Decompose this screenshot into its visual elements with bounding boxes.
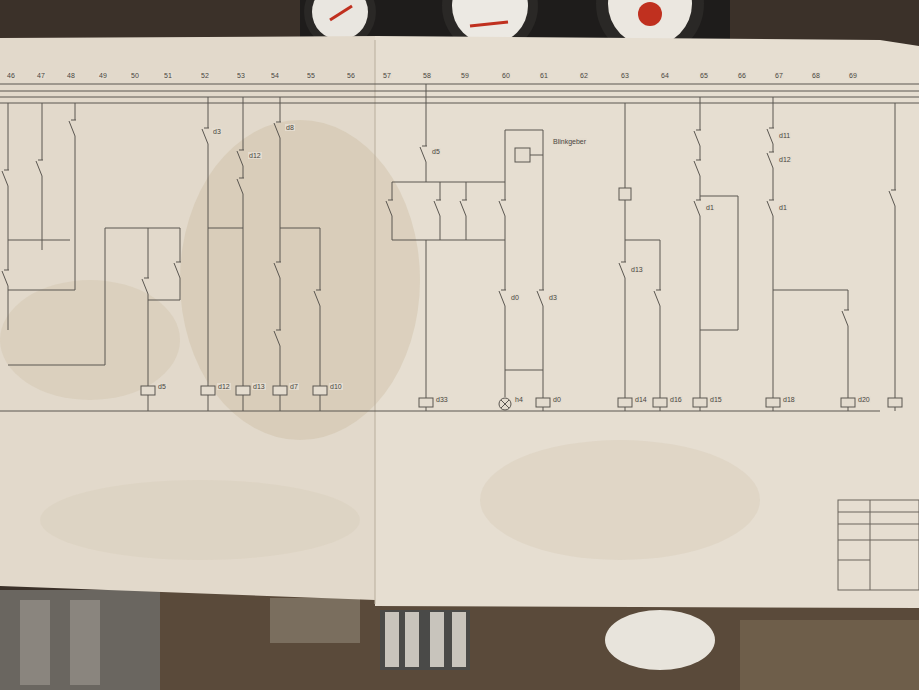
contact-label: d1 (778, 204, 788, 211)
coil-label: d13 (252, 383, 266, 390)
column-number: 49 (98, 72, 108, 79)
column-number: 66 (737, 72, 747, 79)
contact-label: d12 (248, 152, 262, 159)
column-number: 53 (236, 72, 246, 79)
coil-label: d33 (435, 396, 449, 403)
contact-label: d3 (548, 294, 558, 301)
contacts (2, 120, 896, 346)
column-number: 64 (660, 72, 670, 79)
column-number: 69 (848, 72, 858, 79)
column-number: 62 (579, 72, 589, 79)
coil-label: d18 (782, 396, 796, 403)
coil-label: d7 (289, 383, 299, 390)
coil-label: d10 (329, 383, 343, 390)
column-number: 60 (501, 72, 511, 79)
column-number: 52 (200, 72, 210, 79)
column-number: 50 (130, 72, 140, 79)
column-number: 46 (6, 72, 16, 79)
contact-label: d3 (212, 128, 222, 135)
coil-label: d16 (669, 396, 683, 403)
contact-label: d13 (630, 266, 644, 273)
coil-label: h4 (514, 396, 524, 403)
coil-label: d20 (857, 396, 871, 403)
column-number: 57 (382, 72, 392, 79)
column-number: 58 (422, 72, 432, 79)
paper (0, 36, 919, 608)
column-number: 68 (811, 72, 821, 79)
device-label: Blinkgeber (552, 138, 587, 145)
column-number: 67 (774, 72, 784, 79)
column-number: 47 (36, 72, 46, 79)
column-number: 56 (346, 72, 356, 79)
coil-label: d15 (709, 396, 723, 403)
contact-label: d12 (778, 156, 792, 163)
column-number: 48 (66, 72, 76, 79)
column-number: 63 (620, 72, 630, 79)
contact-label: d11 (778, 132, 791, 139)
ladder-wiring (0, 84, 919, 411)
coil-label: d5 (157, 383, 167, 390)
coil-label: d14 (634, 396, 648, 403)
relay-coils (141, 148, 902, 410)
contact-label: d1 (705, 204, 715, 211)
contact-label: d0 (510, 294, 520, 301)
title-block (838, 500, 919, 590)
column-number: 51 (163, 72, 173, 79)
contact-label: d8 (285, 124, 295, 131)
column-number: 59 (460, 72, 470, 79)
column-number: 65 (699, 72, 709, 79)
column-number: 54 (270, 72, 280, 79)
coil-label: d12 (217, 383, 231, 390)
column-number: 61 (539, 72, 549, 79)
contact-label: d5 (431, 148, 441, 155)
coil-label: d0 (552, 396, 562, 403)
column-number: 55 (306, 72, 316, 79)
